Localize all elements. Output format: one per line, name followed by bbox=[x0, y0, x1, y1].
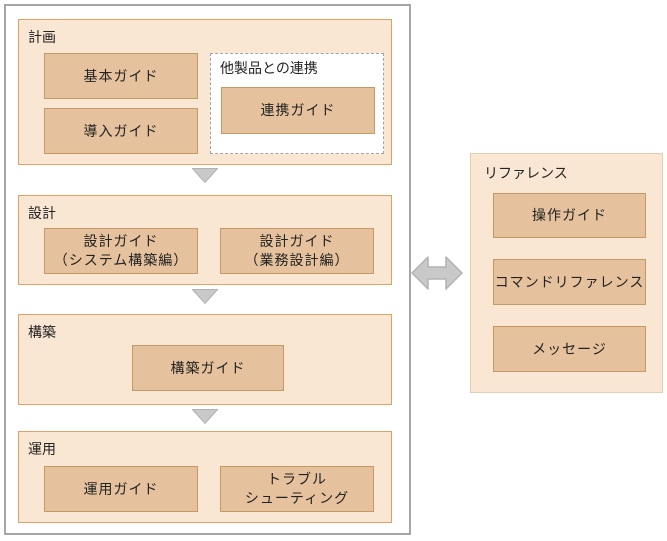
bidirectional-arrow bbox=[411, 255, 463, 291]
doc-box-design-guide-system: 設計ガイド （システム構築編） bbox=[44, 228, 198, 274]
reference-panel-label: リファレンス bbox=[484, 165, 568, 181]
down-triangle-icon bbox=[192, 289, 218, 304]
phase-label-design: 設計 bbox=[28, 205, 56, 221]
doc-box-install-guide: 導入ガイド bbox=[44, 108, 198, 154]
doc-box-design-guide-business: 設計ガイド （業務設計編） bbox=[220, 228, 374, 274]
doc-box-label-line2: （業務設計編） bbox=[244, 252, 350, 268]
phase-panel-design: 設計 設計ガイド （システム構築編） 設計ガイド （業務設計編） bbox=[18, 195, 392, 285]
doc-box-command-reference: コマンドリファレンス bbox=[493, 259, 646, 305]
phase-panel-build: 構築 構築ガイド bbox=[18, 314, 392, 405]
doc-box-label-line2: シューティング bbox=[244, 490, 350, 506]
doc-box-label-line1: トラブル bbox=[267, 471, 327, 487]
down-triangle-icon bbox=[192, 168, 218, 183]
other-products-group-label: 他製品との連携 bbox=[220, 60, 318, 76]
doc-box-label-line2: （システム構築編） bbox=[53, 252, 189, 268]
doc-box-messages: メッセージ bbox=[493, 326, 646, 372]
reference-panel: リファレンス 操作ガイド コマンドリファレンス メッセージ bbox=[470, 153, 663, 393]
phase-label-build: 構築 bbox=[28, 324, 56, 340]
doc-box-label: メッセージ bbox=[532, 340, 607, 357]
doc-box-label: 操作ガイド bbox=[532, 207, 607, 223]
doc-box-troubleshooting: トラブル シューティング bbox=[220, 466, 374, 512]
doc-box-operation-guide: 操作ガイド bbox=[493, 193, 646, 238]
doc-box-integration-guide: 連携ガイド bbox=[221, 87, 375, 134]
doc-box-label: 運用ガイド bbox=[83, 480, 159, 497]
doc-box-label: 基本ガイド bbox=[83, 67, 159, 84]
doc-box-build-guide: 構築ガイド bbox=[132, 345, 284, 391]
doc-box-basic-guide: 基本ガイド bbox=[44, 53, 198, 99]
doc-box-label: コマンドリファレンス bbox=[494, 273, 645, 290]
phase-label-ops: 運用 bbox=[28, 441, 56, 457]
phase-panel-plan: 計画 基本ガイド 導入ガイド 他製品との連携 連携ガイド bbox=[18, 19, 392, 165]
doc-box-label: 構築ガイド bbox=[170, 359, 246, 376]
doc-box-ops-guide: 運用ガイド bbox=[44, 466, 198, 512]
doc-box-label: 連携ガイド bbox=[260, 102, 336, 118]
phase-label-plan: 計画 bbox=[28, 29, 56, 45]
doc-box-label-line1: 設計ガイド bbox=[259, 233, 335, 249]
other-products-group: 他製品との連携 連携ガイド bbox=[210, 53, 384, 154]
flow-down-arrow-plan-to-design bbox=[192, 168, 218, 183]
flow-down-arrow-build-to-ops bbox=[192, 409, 218, 424]
flow-down-arrow-design-to-build bbox=[192, 289, 218, 304]
left-right-arrow-icon bbox=[411, 256, 463, 290]
phase-panel-ops: 運用 運用ガイド トラブル シューティング bbox=[18, 431, 392, 523]
doc-box-label-line1: 設計ガイド bbox=[83, 233, 159, 249]
doc-box-label: 導入ガイド bbox=[83, 122, 159, 139]
down-triangle-icon bbox=[192, 409, 218, 424]
